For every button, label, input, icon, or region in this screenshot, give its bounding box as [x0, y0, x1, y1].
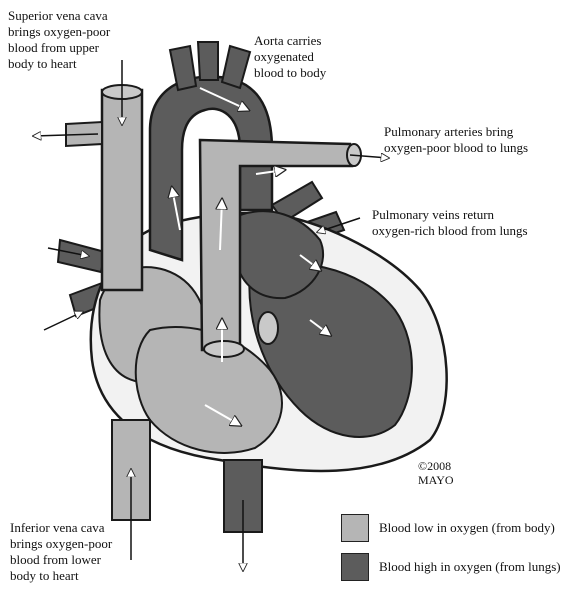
- label-inferior-vena-cava: Inferior vena cava brings oxygen-poor bl…: [10, 520, 113, 583]
- legend-label-high-oxygen: Blood high in oxygen (from lungs): [379, 559, 561, 574]
- legend-item-low-oxygen: Blood low in oxygen (from body): [341, 514, 555, 542]
- copyright-mark: ©2008 MAYO: [418, 459, 454, 487]
- legend-item-high-oxygen: Blood high in oxygen (from lungs): [341, 553, 561, 581]
- pulmonary-valve: [203, 340, 245, 358]
- legend-swatch-high-oxygen: [341, 553, 369, 581]
- label-pulmonary-arteries: Pulmonary arteries bring oxygen-poor blo…: [384, 124, 529, 155]
- label-superior-vena-cava: Superior vena cava brings oxygen-poor bl…: [8, 8, 111, 71]
- pulmonary-trunk: [198, 138, 354, 352]
- descending-aorta: [223, 459, 263, 533]
- label-aorta: Aorta carries oxygenated blood to body: [254, 33, 327, 80]
- label-pulmonary-veins: Pulmonary veins return oxygen-rich blood…: [372, 207, 528, 238]
- legend-label-low-oxygen: Blood low in oxygen (from body): [379, 520, 555, 535]
- aortic-branches: [168, 41, 252, 92]
- mitral-valve: [257, 311, 279, 345]
- legend-swatch-low-oxygen: [341, 514, 369, 542]
- flow-arrows: [34, 60, 388, 570]
